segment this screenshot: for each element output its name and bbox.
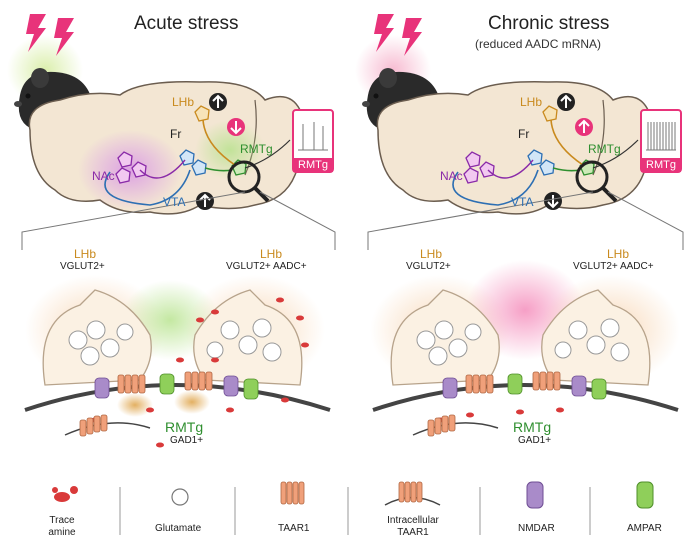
left-synapse-lhb-left: LHb	[74, 247, 97, 261]
legend-intracellular-taar1-label: Intracellular TAAR1	[387, 515, 439, 538]
left-synapse-lhb-right-sub: VGLUT2+ AADC+	[226, 261, 307, 272]
legend-ampar-label: AMPAR	[627, 523, 662, 534]
left-synapse-lhb-right: LHb	[260, 247, 283, 261]
legend-taar1-label: TAAR1	[278, 523, 310, 534]
right-synapse-lhb-left-sub: VGLUT2+	[406, 261, 451, 272]
right-panel-title: Chronic stress	[488, 13, 610, 34]
left-lhb-label: LHb	[172, 95, 195, 109]
rmtg-up-arrow-icon	[575, 118, 593, 136]
rmtg-glow	[195, 120, 265, 180]
right-synapse-rmtg: RMTg	[513, 419, 552, 435]
right-synapse-lhb-right-sub: VGLUT2+ AADC+	[573, 261, 654, 272]
legend	[52, 481, 654, 535]
right-synapse-lhb-left: LHb	[420, 247, 443, 261]
left-vta-label: VTA	[163, 195, 186, 209]
left-synapse-rmtg: RMTg	[165, 419, 204, 435]
legend-nmdar-icon	[526, 481, 544, 509]
left-synapse-lhb-left-sub: VGLUT2+	[60, 261, 105, 272]
postsynaptic-membrane	[24, 383, 331, 412]
right-nac-label: NAc	[440, 169, 463, 183]
lhb-up-arrow-icon	[557, 93, 575, 111]
taar1-receptors	[117, 371, 213, 394]
right-lhb-label: LHb	[520, 95, 543, 109]
left-nac-label: NAc	[92, 169, 115, 183]
left-panel	[7, 14, 336, 448]
right-fr-label: Fr	[518, 127, 530, 141]
rmtg-activity-box	[640, 109, 682, 173]
nac-cells	[115, 151, 147, 184]
right-panel	[355, 14, 684, 437]
lightning-icon	[374, 14, 422, 56]
right-vta-label: VTA	[511, 195, 534, 209]
legend-glutamate-label: Glutamate	[155, 523, 202, 534]
right-rmtg-label: RMTg	[588, 142, 621, 156]
vesicles	[68, 318, 282, 366]
left-fr-label: Fr	[170, 127, 182, 141]
rmtg-down-arrow-icon	[227, 118, 245, 136]
lhb-up-arrow-icon	[209, 93, 227, 111]
nmdar-receptors	[94, 375, 239, 399]
vta-up-arrow-icon	[196, 192, 214, 210]
legend-taar1-icon	[280, 481, 305, 505]
legend-ampar-icon	[636, 481, 654, 509]
lhb-cell	[194, 105, 210, 122]
lightning-icon	[26, 14, 74, 56]
legend-glutamate-icon	[171, 488, 189, 506]
right-synapse-lhb-right: LHb	[607, 247, 630, 261]
right-rmtg-box-label: RMTg	[646, 159, 676, 171]
legend-trace-amine-label: Trace amine	[48, 515, 76, 538]
left-panel-title: Acute stress	[134, 13, 239, 34]
nac-glow	[78, 130, 182, 210]
left-synapse-rmtg-sub: GAD1+	[170, 435, 204, 446]
vta-down-arrow-icon	[544, 192, 562, 210]
right-synapse-rmtg-sub: GAD1+	[518, 435, 552, 446]
right-panel-subtitle: (reduced AADC mRNA)	[475, 37, 602, 51]
legend-intracellular-taar1-icon	[384, 481, 441, 506]
left-rmtg-box-label: RMTg	[298, 159, 328, 171]
left-rmtg-label: RMTg	[240, 142, 273, 156]
legend-divider-lines	[119, 487, 591, 535]
legend-trace-amine-icon	[52, 486, 78, 502]
legend-nmdar-label: NMDAR	[518, 523, 555, 534]
ampar-receptors	[159, 373, 259, 400]
rmtg-activity-box	[292, 109, 334, 173]
